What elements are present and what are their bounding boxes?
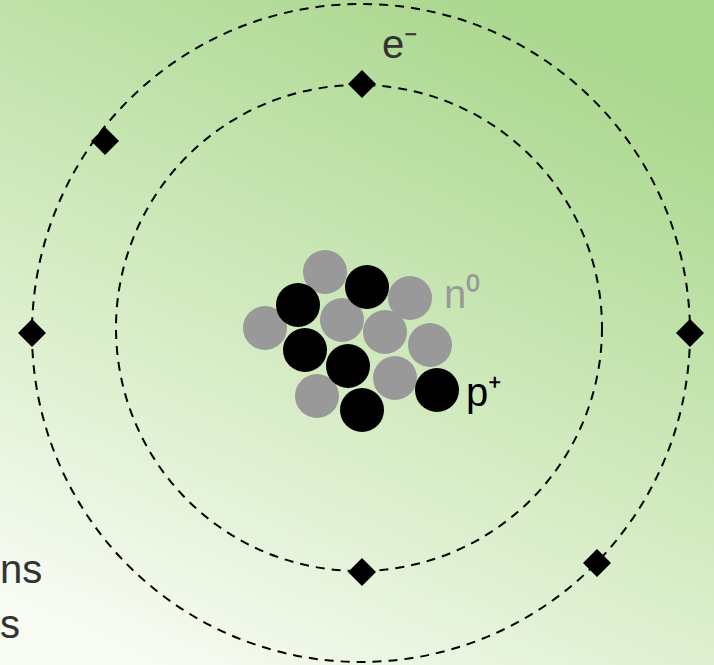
neutron-label: n⁰ <box>444 274 480 314</box>
cut-off-text: s <box>0 604 20 644</box>
electron <box>18 319 46 347</box>
inner-orbit <box>116 85 602 571</box>
outer-orbit <box>32 4 690 662</box>
electrons <box>18 70 704 586</box>
nucleus <box>243 250 459 432</box>
neutron <box>363 310 407 354</box>
proton <box>340 388 384 432</box>
cut-off-text: ns <box>0 549 42 589</box>
electron <box>91 127 119 155</box>
proton <box>326 344 370 388</box>
electron <box>583 549 611 577</box>
electron <box>348 558 376 586</box>
electron <box>676 319 704 347</box>
proton-label: p⁺ <box>466 372 502 412</box>
proton <box>345 265 389 309</box>
electron-label: e⁻ <box>382 24 418 64</box>
neutron <box>408 323 452 367</box>
neutron <box>373 356 417 400</box>
proton <box>283 328 327 372</box>
electron <box>348 70 376 98</box>
proton <box>415 368 459 412</box>
proton <box>276 283 320 327</box>
